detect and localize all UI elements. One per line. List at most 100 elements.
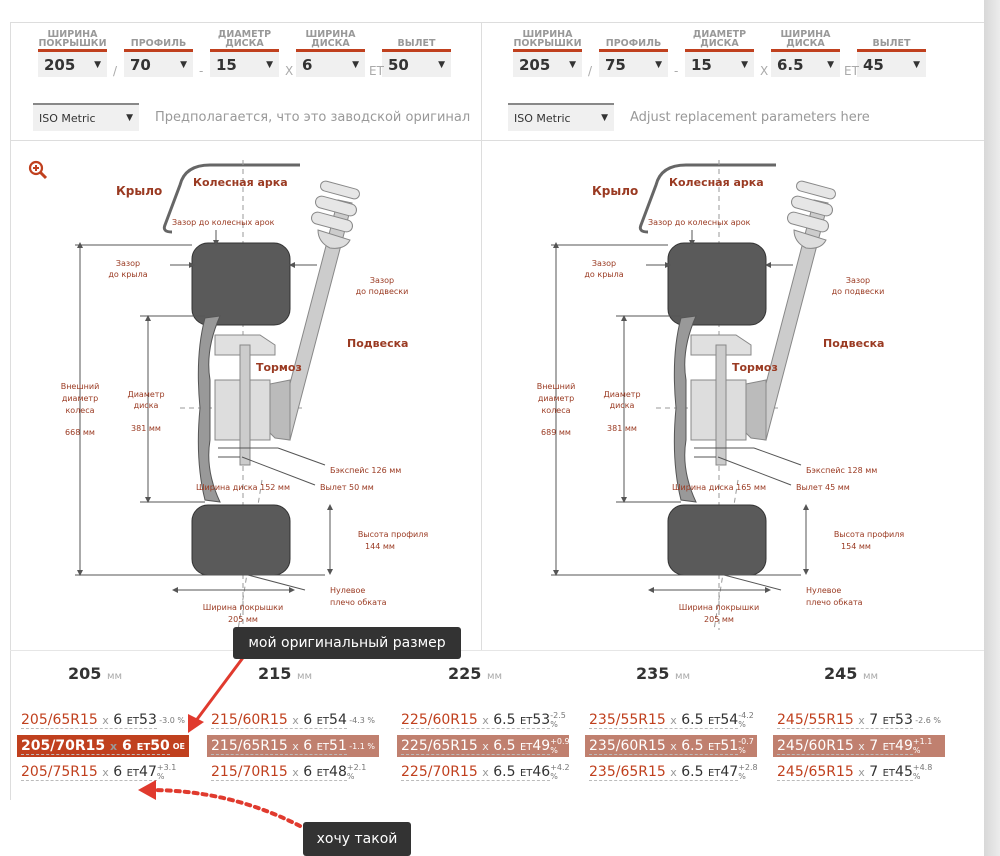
size-option[interactable]: 245/55R15 x 7 ET53-2.6 % (773, 709, 945, 731)
size-link[interactable]: 215/65R15 x 6 ET51 (211, 738, 347, 755)
standard-select[interactable]: ISO Metric ▼ (33, 103, 139, 131)
width-unit: мм (674, 671, 691, 682)
tire-size: 225/65R15 (401, 737, 478, 754)
rim-diameter-value: 381 мм (131, 424, 161, 433)
size-option[interactable]: 235/55R15 x 6.5 ET54-4.2 % (585, 709, 757, 731)
size-option[interactable]: 235/60R15 x 6.5 ET51-0.7 % (585, 735, 757, 757)
offset: 45 (895, 763, 913, 780)
et-label: ET (316, 741, 330, 753)
separator: - (199, 64, 204, 78)
wheel-diagram-original: Крыло Колесная арка Зазор до колесных ар… (10, 140, 480, 650)
size-option[interactable]: 225/65R15 x 6.5 ET49+0.9 % (397, 735, 570, 757)
tire-size: 205/65R15 (21, 711, 98, 728)
rim-width-value: Ширина диска 152 мм (196, 483, 290, 492)
size-link[interactable]: 215/60R15 x 6 ET54 (211, 712, 347, 729)
et-label: ET (707, 767, 721, 779)
size-option[interactable]: 225/70R15 x 6.5 ET46+4.2 % (397, 761, 570, 783)
diameter-change: +2.1 % (346, 763, 367, 781)
chevron-down-icon: ▼ (655, 59, 662, 70)
wheel-diagram-replacement: Крыло Колесная арка Зазор до колесных ар… (486, 140, 956, 650)
label-profile-height: Высота профиля (358, 530, 429, 539)
size-option[interactable]: 215/65R15 x 6 ET51-1.1 % (207, 735, 379, 757)
size-link[interactable]: 205/75R15 x 6 ET47 (21, 764, 157, 781)
label-fender-gap: до крыла (584, 270, 623, 279)
offset: 49 (532, 737, 551, 754)
diameter-change: +2.8 % (738, 763, 758, 781)
field-select[interactable]: 50▼ (382, 49, 451, 77)
size-option[interactable]: 245/60R15 x 7 ET49+1.1 % (773, 735, 945, 757)
profile-height-value: 144 мм (365, 542, 395, 551)
width-header: 245 мм (756, 664, 946, 683)
field-select[interactable]: 6▼ (296, 49, 365, 77)
label-outer-diameter: Внешний (537, 382, 576, 391)
size-link[interactable]: 215/70R15 x 6 ET48 (211, 764, 347, 781)
rim-diameter-value: 381 мм (607, 424, 637, 433)
size-option[interactable]: 225/60R15 x 6.5 ET53-2.5 % (397, 709, 569, 731)
offset: 46 (532, 763, 551, 780)
field-select[interactable]: 45▼ (857, 49, 926, 77)
select-value: 70 (130, 55, 151, 74)
size-option[interactable]: 245/65R15 x 7 ET45+4.8 % (773, 761, 945, 783)
size-link[interactable]: 225/70R15 x 6.5 ET46 (401, 763, 551, 781)
size-link[interactable]: 205/65R15 x 6 ET53 (21, 712, 157, 729)
size-option[interactable]: 215/60R15 x 6 ET54-4.3 % (207, 709, 379, 731)
offset: 50 (150, 737, 170, 754)
field-select[interactable]: 75▼ (599, 49, 668, 77)
standard-select[interactable]: ISO Metric▼ (508, 103, 614, 131)
offset: 48 (329, 763, 347, 780)
size-link[interactable]: 235/65R15 x 6.5 ET47 (589, 764, 739, 781)
size-link[interactable]: 205/70R15 x 6 ET50 (21, 738, 170, 755)
size-link[interactable]: 225/60R15 x 6.5 ET53 (401, 711, 551, 729)
label-suspension: Подвеска (347, 337, 408, 350)
standard-value: ISO Metric (39, 111, 96, 125)
size-link[interactable]: 245/55R15 x 7 ET53 (777, 712, 913, 729)
field-select[interactable]: 205▼ (513, 49, 582, 77)
size-link[interactable]: 245/65R15 x 7 ET45 (777, 764, 913, 781)
chevron-down-icon: ▼ (126, 113, 133, 123)
field-label: ПРОФИЛЬ (130, 38, 187, 49)
rim-width: 6 (121, 737, 132, 754)
separator: X (760, 64, 769, 78)
offset-value: Вылет 45 мм (796, 483, 850, 492)
times-sign: x (292, 765, 299, 779)
width-unit: мм (296, 671, 313, 682)
size-option[interactable]: 205/75R15 x 6 ET47+3.1 % (17, 761, 189, 783)
size-option[interactable]: 235/65R15 x 6.5 ET47+2.8 % (585, 761, 758, 783)
rim-width: 6 (113, 711, 123, 728)
size-link[interactable]: 235/55R15 x 6.5 ET54 (589, 712, 739, 729)
offset-value: Вылет 50 мм (320, 483, 374, 492)
chevron-down-icon: ▼ (569, 59, 576, 70)
size-option[interactable]: 215/70R15 x 6 ET48+2.1 % (207, 761, 379, 783)
label-fender: Крыло (116, 184, 162, 198)
tire-size: 245/65R15 (777, 763, 854, 780)
offset: 47 (139, 763, 157, 780)
diameter-change: +4.2 % (550, 763, 570, 781)
field-select[interactable]: 6.5▼ (771, 49, 840, 77)
offset: 54 (329, 711, 347, 728)
times-sign: x (102, 765, 109, 779)
tire-size: 235/60R15 (589, 737, 666, 754)
label-suspension: Подвеска (823, 337, 884, 350)
size-link[interactable]: 245/60R15 x 7 ET49 (777, 738, 913, 755)
field-select[interactable]: 15▼ (685, 49, 754, 77)
size-link[interactable]: 225/65R15 x 6.5 ET49 (401, 737, 551, 755)
size-option[interactable]: 205/65R15 x 6 ET53-3.0 % (17, 709, 189, 731)
label-fender-gap: Зазор (592, 259, 616, 268)
offset: 53 (532, 711, 551, 728)
tire-size: 245/60R15 (777, 737, 854, 754)
zoom-in-icon[interactable] (28, 160, 48, 180)
rim-width: 6.5 (493, 763, 516, 780)
chevron-down-icon: ▼ (352, 59, 359, 70)
times-sign: x (670, 739, 677, 753)
chevron-down-icon: ▼ (741, 59, 748, 70)
field-select[interactable]: 15▼ (210, 49, 279, 77)
fender-shape (638, 163, 776, 234)
tire-width-value: 205 мм (228, 615, 258, 624)
field-select[interactable]: 205▼ (38, 49, 107, 77)
field-select[interactable]: 70▼ (124, 49, 193, 77)
diameter-change: -2.6 % (915, 715, 941, 725)
separator: / (113, 64, 118, 78)
size-link[interactable]: 235/60R15 x 6.5 ET51 (589, 737, 739, 755)
